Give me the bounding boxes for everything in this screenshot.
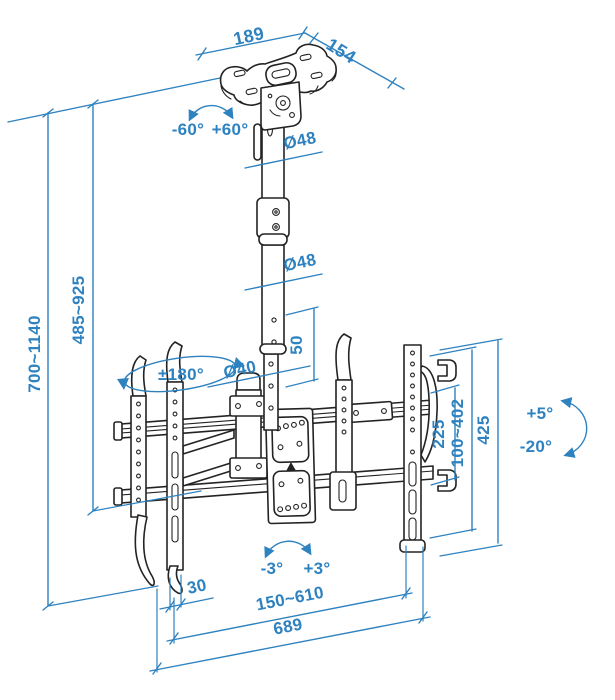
- left-claw: [134, 514, 155, 587]
- angle-label-level-ccw: -3°: [261, 559, 284, 578]
- dim-total-width: 689: [149, 546, 431, 675]
- dim-label-edge-offset: 30: [185, 575, 208, 598]
- dim-label-rail-width: 150~610: [254, 583, 325, 615]
- dim-label-hole-spacing: 50: [287, 335, 306, 355]
- dia-label-lower-tube: Ø48: [282, 250, 318, 275]
- dim-plate-width: 189: [195, 23, 308, 61]
- left-bracket-outer: [130, 355, 155, 587]
- angle-tilt: +5° -20°: [520, 397, 588, 458]
- dim-bracket-height: 425: [439, 338, 503, 557]
- tv-hook: [437, 359, 457, 382]
- dim-label-bracket-height: 425: [474, 415, 493, 444]
- angle-swivel: ±180°: [117, 355, 245, 393]
- dim-label-total-width: 689: [272, 614, 304, 638]
- angle-label-tilt-up: +5°: [526, 404, 553, 423]
- ceiling-plate: [219, 43, 337, 161]
- dim-label-total-height: 700~1140: [25, 315, 44, 393]
- dim-edge-offset: 30: [159, 574, 214, 613]
- vesa-plate: [264, 407, 317, 525]
- angle-label-tilt-down: -20°: [520, 437, 553, 456]
- left-bracket-inner: [165, 341, 184, 595]
- dim-label-hook-spacing: 225: [429, 419, 448, 448]
- dim-bracket-height-range: 100~402: [429, 346, 477, 539]
- dim-label-plate-width: 189: [232, 23, 266, 49]
- ceiling-plane-lines: [7, 32, 405, 123]
- dim-hook-spacing: 225: [429, 384, 460, 486]
- safety-tab: [253, 123, 262, 161]
- pole-coupler: [256, 197, 290, 239]
- dim-pole-height: 485~925: [69, 99, 202, 516]
- left-claw: [167, 565, 183, 595]
- orientation-triangle: [286, 461, 297, 472]
- angle-label-rotate-cw: +60°: [212, 120, 249, 139]
- angle-label-level-cw: +3°: [303, 559, 330, 578]
- dimension-overlay: 189 154 -60° +60° 700~1140 485~925: [25, 23, 588, 675]
- angle-pole-rotation: -60° +60°: [172, 104, 249, 139]
- arm-clamp: [346, 400, 394, 424]
- link-brace: [182, 429, 235, 455]
- mount-artwork: [113, 43, 457, 595]
- angle-level: -3° +3°: [261, 540, 330, 578]
- dim-hole-spacing: 50: [285, 306, 319, 388]
- angle-label-rotate-ccw: -60°: [172, 120, 205, 139]
- dim-label-pole-height: 485~925: [69, 276, 88, 345]
- dim-total-height: 700~1140: [25, 108, 159, 611]
- right-bracket-inner: [329, 333, 357, 511]
- angle-label-swivel: ±180°: [158, 365, 204, 384]
- dim-label-bracket-height-range: 100~402: [448, 399, 467, 468]
- dia-label-upper-tube: Ø48: [282, 128, 318, 153]
- center-column: [229, 372, 268, 479]
